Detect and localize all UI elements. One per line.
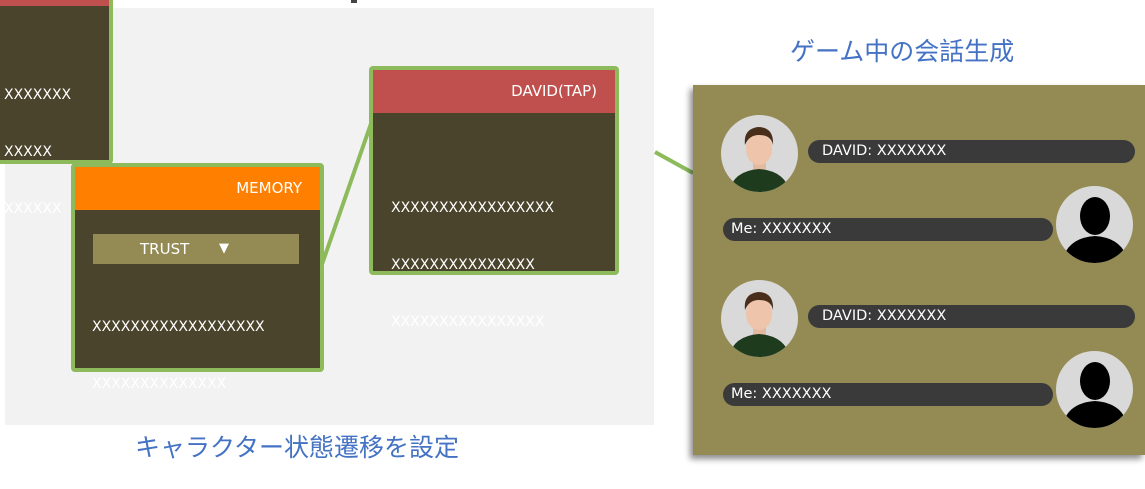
node-david-title: DAVID(TAP) [511, 82, 597, 100]
silhouette-avatar [1056, 186, 1133, 263]
node-text-line: XXXXX [4, 144, 52, 160]
david-avatar [721, 280, 798, 357]
game-caption: ゲーム中の会話生成 [790, 37, 1015, 66]
trust-dropdown-value: TRUST [140, 240, 190, 258]
node-david[interactable]: DAVID(TAP) XXXXXXXXXXXXXXXXX XXXXXXXXXXX… [369, 66, 619, 330]
node-memory-text: XXXXXXXXXXXXXXXXXX XXXXXXXXXXXXXX XXXXXX… [92, 280, 265, 489]
node-text-line: XXXXXXXXXXXXXXX [391, 257, 535, 273]
conversation-panel: DAVID: XXXXXXX Me: XXXXXXX DAVID: XXXXXX… [693, 85, 1145, 455]
chat-bubble-me: Me: XXXXXXX [723, 383, 1053, 406]
silhouette-avatar [1056, 351, 1133, 428]
node-text-line: XXXXXXXXXXXXXX [92, 376, 227, 392]
node-david-text: XXXXXXXXXXXXXXXXX XXXXXXXXXXXXXXX XXXXXX… [391, 161, 554, 370]
chat-bubble-david: DAVID: XXXXXXX [808, 305, 1135, 328]
node-memory-header: MEMORY [75, 167, 320, 210]
chat-message-text: DAVID: XXXXXXX [822, 308, 947, 324]
node-top-left-text: XXXXXXX XXXXX XXXXXX [4, 48, 71, 257]
node-memory-title: MEMORY [236, 179, 302, 197]
connector-editor-to-game [654, 150, 694, 175]
divider [351, 0, 357, 3]
node-david-header: DAVID(TAP) [373, 70, 615, 113]
node-text-line: XXXXXXX [4, 87, 72, 103]
node-text-line: XXXXXXXXXXXXXXXX [92, 433, 246, 449]
chat-bubble-david: DAVID: XXXXXXX [808, 140, 1135, 163]
node-top-left-header [0, 0, 109, 6]
node-text-line: XXXXXX [4, 201, 62, 217]
chat-message-text: DAVID: XXXXXXX [822, 143, 947, 159]
editor-caption: キャラクター状態遷移を設定 [135, 433, 460, 462]
trust-dropdown[interactable]: TRUST ▼ [93, 234, 299, 264]
chat-message-text: Me: XXXXXXX [731, 386, 832, 402]
node-text-line: XXXXXXXXXXXXXXXXXX [92, 319, 265, 335]
david-avatar [721, 115, 798, 192]
node-top-left[interactable]: XXXXXXX XXXXX XXXXXX [0, 0, 113, 217]
chat-bubble-me: Me: XXXXXXX [723, 218, 1053, 241]
chat-message-text: Me: XXXXXXX [731, 221, 832, 237]
chevron-down-icon: ▼ [219, 241, 229, 256]
node-text-line: XXXXXXXXXXXXXXXXX [391, 200, 555, 216]
node-text-line: XXXXXXXXXXXXXXXX [391, 314, 545, 330]
node-memory[interactable]: MEMORY TRUST ▼ XXXXXXXXXXXXXXXXXX XXXXXX… [71, 163, 324, 449]
connector-memory-to-david [318, 114, 376, 271]
